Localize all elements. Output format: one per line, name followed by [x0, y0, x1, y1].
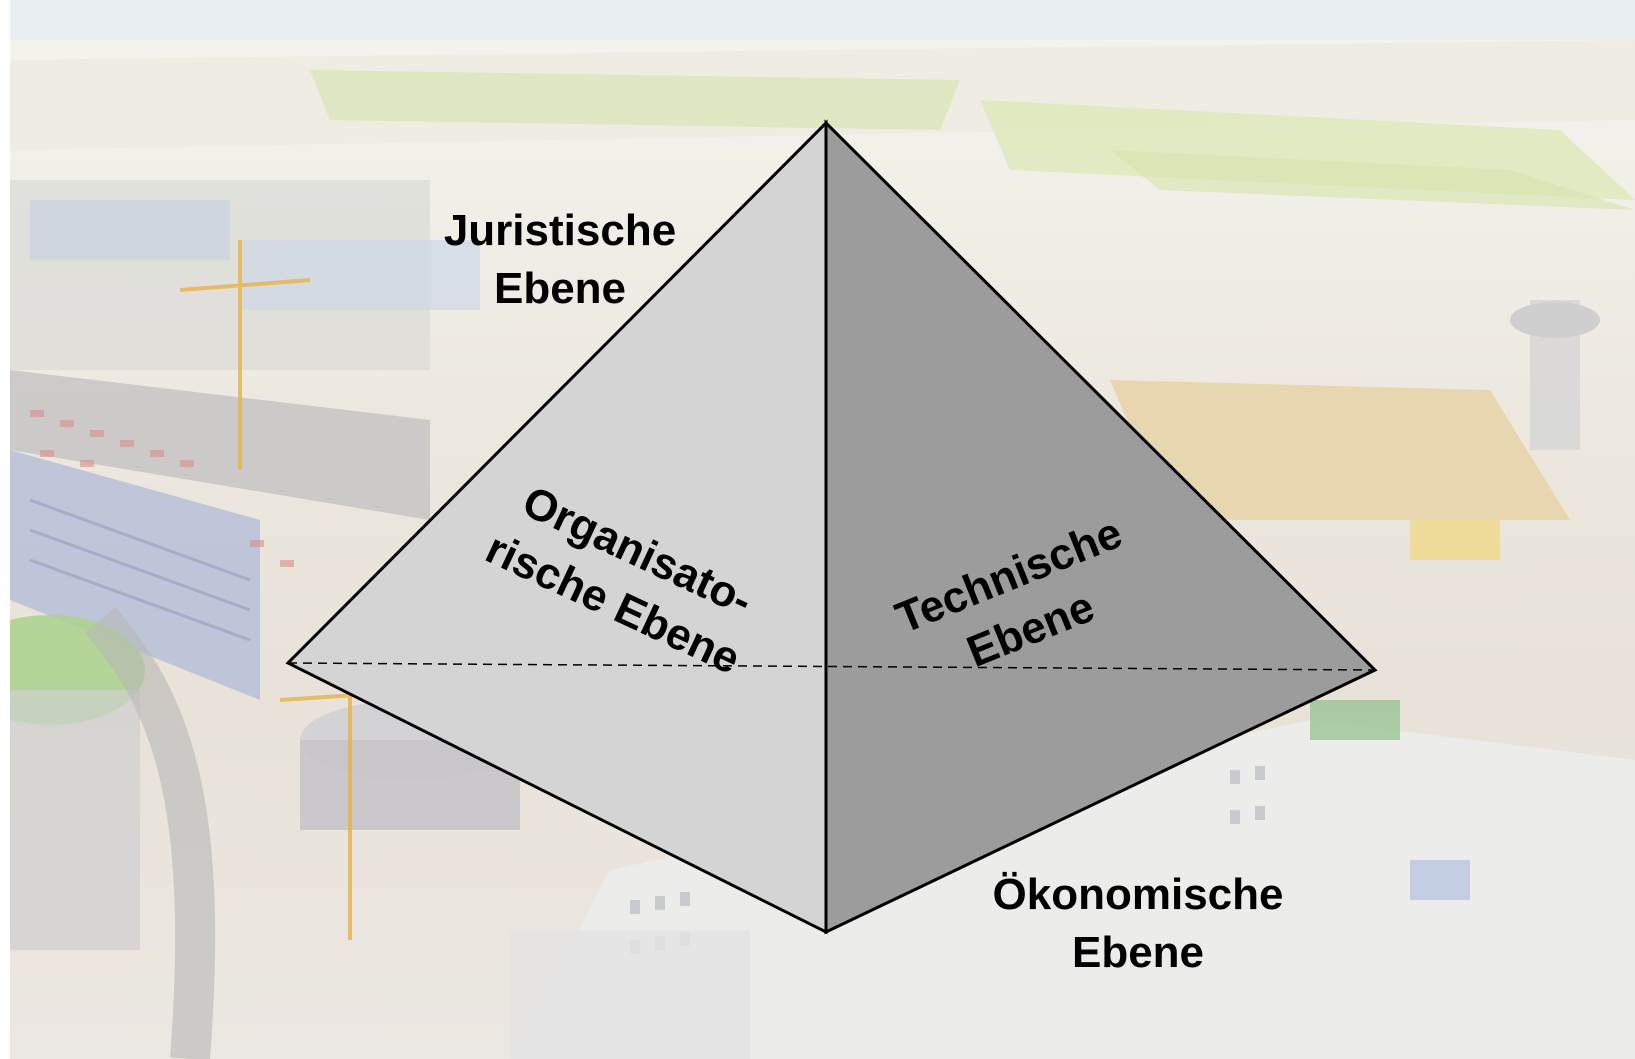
pyramid-hidden-base-edge [287, 662, 1376, 671]
label-oekonomische-line2: Ebene [1071, 928, 1205, 978]
label-oekonomische-ebene: Ökonomische Ebene [968, 866, 1308, 982]
label-juristische-line1: Juristische [443, 206, 677, 255]
label-oekonomische-line1: Ökonomische [992, 870, 1284, 919]
label-juristische-line2: Ebene [493, 264, 627, 314]
background-photo-shapes [10, 0, 1635, 1059]
label-juristische-ebene: Juristische Ebene [420, 202, 700, 318]
